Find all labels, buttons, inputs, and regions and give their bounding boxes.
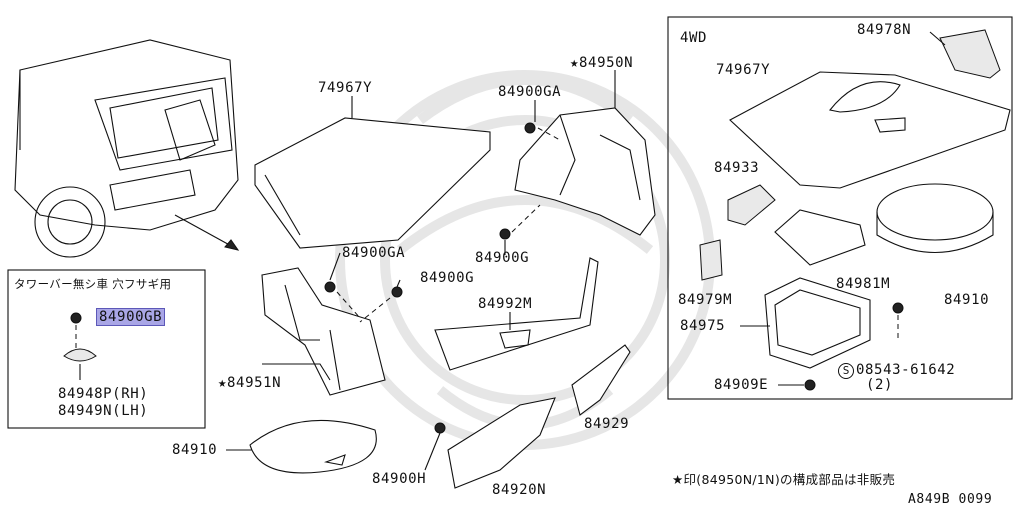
label-84948P: 84948P(RH)	[58, 386, 149, 402]
label-84978N: 84978N	[857, 22, 912, 38]
label-84979M: 84979M	[678, 292, 733, 308]
screw-08543	[892, 302, 904, 314]
clip-84900GA-top	[524, 122, 536, 134]
part-84948P-cap	[63, 348, 97, 362]
inset-left-title: タワーバー無シ車 穴フサギ用	[14, 277, 172, 291]
label-84900H: 84900H	[372, 471, 427, 487]
label-84992M: 84992M	[478, 296, 533, 312]
part-84910-spare-tire	[876, 183, 994, 254]
label-08543-qty: (2)	[866, 377, 894, 393]
s-circle-icon: S	[838, 363, 854, 379]
plug-84900GB	[70, 312, 82, 324]
part-84929-bracket	[571, 344, 631, 416]
label-84920N: 84920N	[492, 482, 547, 498]
clip-84900H	[434, 422, 446, 434]
arrow-head	[224, 239, 240, 251]
inset-4wd-box	[667, 16, 1013, 400]
part-84981M-mat	[774, 209, 866, 266]
inset-left-box	[7, 269, 206, 429]
label-08543: 08543-61642	[856, 362, 956, 378]
label-74967Y-4wd: 74967Y	[716, 62, 771, 78]
part-84979M-block	[699, 239, 723, 281]
figure-code: A849B 0099	[908, 492, 993, 507]
label-84975: 84975	[680, 318, 726, 334]
label-84929: 84929	[584, 416, 630, 432]
label-84910-4wd: 84910	[944, 292, 990, 308]
label-84981M: 84981M	[836, 276, 891, 292]
selected-part-84900GB[interactable]: 84900GB	[96, 308, 166, 326]
part-84978N-block	[939, 29, 1001, 79]
label-84900GA-mid: 84900GA	[342, 245, 406, 261]
part-84933-block	[727, 184, 776, 226]
part-84920N-trim	[447, 397, 556, 489]
label-84949N: 84949N(LH)	[58, 403, 149, 419]
label-84950N: ★84950N	[570, 55, 634, 71]
part-84950N-side-trim	[514, 70, 656, 236]
clip-84909E	[804, 379, 816, 391]
footnote: ★印(84950N/1N)の構成部品は非販売	[672, 472, 896, 487]
part-84992M-sill-trim	[434, 257, 599, 371]
part-84910-cover	[249, 419, 377, 474]
part-74967Y-4wd-mat	[729, 71, 1011, 189]
label-84933: 84933	[714, 160, 760, 176]
vehicle-rear-illustration	[14, 39, 239, 258]
clip-84900GA-mid	[324, 281, 336, 293]
label-84910: 84910	[172, 442, 218, 458]
label-84900GA-top: 84900GA	[498, 84, 562, 100]
part-84951N-side-trim	[261, 267, 386, 396]
label-84951N: ★84951N	[218, 375, 282, 391]
part-74967Y-mat	[254, 117, 491, 249]
label-84900G-top: 84900G	[475, 250, 530, 266]
label-84900G-mid: 84900G	[420, 270, 475, 286]
clip-84900G-mid	[391, 286, 403, 298]
direction-arrow	[174, 214, 236, 249]
inset-4wd-title: 4WD	[680, 30, 708, 46]
label-74967Y: 74967Y	[318, 80, 373, 96]
part-84975-tray	[764, 277, 871, 369]
label-84909E: 84909E	[714, 377, 769, 393]
clip-84900G-top	[499, 228, 511, 240]
